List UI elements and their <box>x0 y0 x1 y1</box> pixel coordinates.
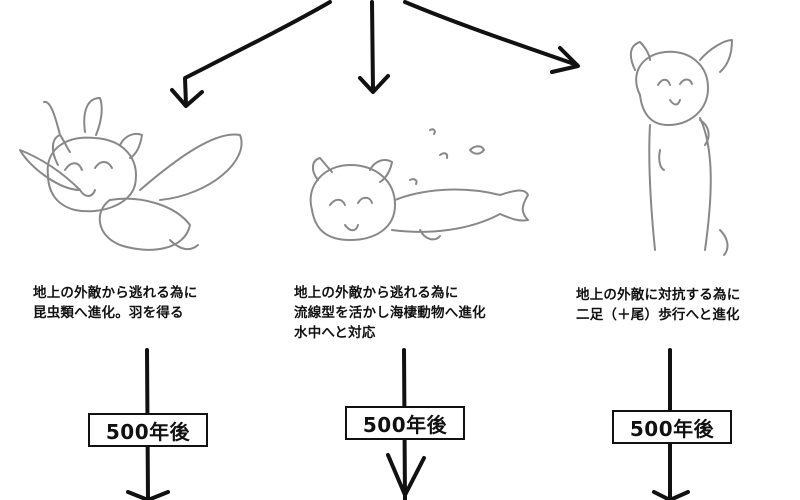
timeline-arrowhead-3 <box>652 490 690 500</box>
arrow-to-fish <box>370 0 375 92</box>
timeline-arrowhead-1 <box>126 490 170 500</box>
caption-fish: 地上の外敵から逃れる為に 流線型を活かし海棲動物へ進化 水中へと対応 <box>294 285 486 341</box>
arrow-to-fish-head <box>358 74 390 94</box>
time-label-insect: 500年後 <box>88 413 208 447</box>
caption-biped: 地上の外敵に対抗する為に 二足（＋尾）歩行へと進化 <box>576 287 741 323</box>
biped-creature <box>629 39 733 256</box>
time-label-fish: 500年後 <box>345 406 465 440</box>
fish-creature <box>309 128 529 241</box>
caption-insect: 地上の外敵から逃れる為に 昆虫類へ進化。羽を得る <box>33 285 198 321</box>
time-label-biped: 500年後 <box>612 410 732 444</box>
insect-creature <box>19 97 243 251</box>
arrow-to-biped-head <box>550 46 580 74</box>
timeline-arrowhead-2 <box>386 453 426 497</box>
arrow-to-biped <box>403 0 579 67</box>
arrow-to-insect <box>183 0 332 107</box>
arrow-to-insect-head <box>170 88 204 108</box>
